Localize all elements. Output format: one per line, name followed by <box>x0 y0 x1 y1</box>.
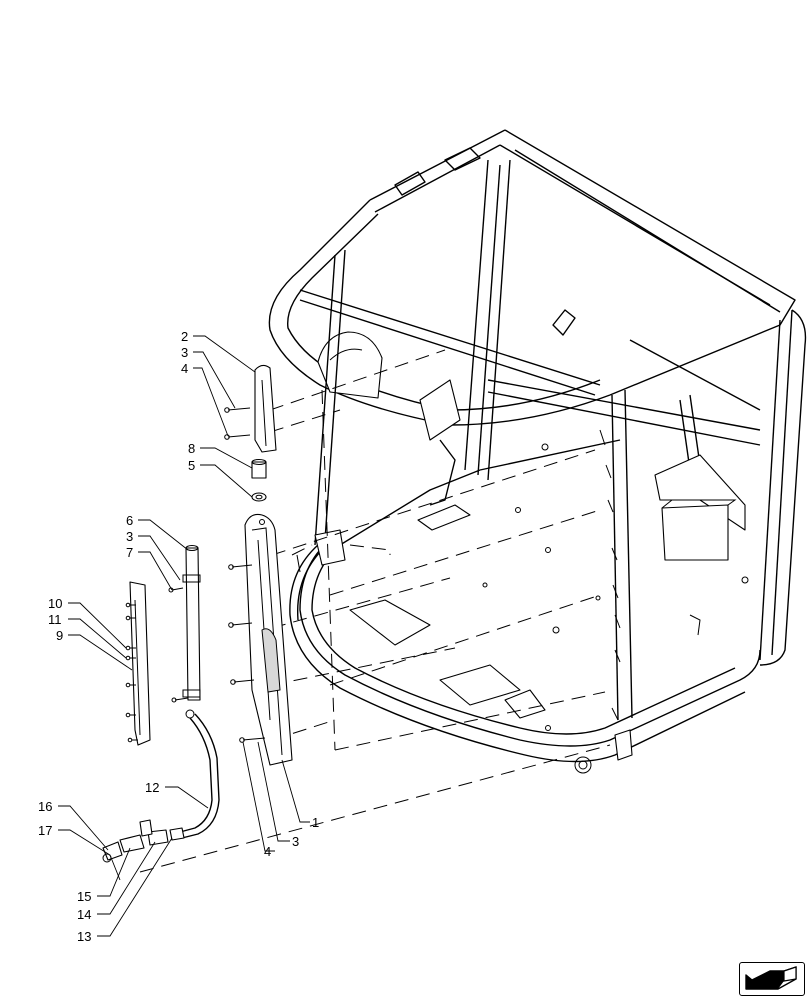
callout-13: 13 <box>77 929 91 944</box>
callout-7: 7 <box>126 545 133 560</box>
callout-11: 11 <box>48 612 62 627</box>
callout-4: 4 <box>264 844 271 859</box>
callout-17: 17 <box>38 823 52 838</box>
callout-2: 2 <box>181 329 188 344</box>
callout-15: 15 <box>77 889 91 904</box>
arrow-next-page-icon <box>745 966 797 990</box>
next-page-button[interactable] <box>739 962 805 996</box>
fitting-part <box>169 827 185 841</box>
callout-4: 4 <box>181 361 188 376</box>
side-panel-part <box>129 581 151 746</box>
callout-5: 5 <box>188 458 195 473</box>
callout-3: 3 <box>292 834 299 849</box>
callout-16: 16 <box>38 799 52 814</box>
callout-3: 3 <box>181 345 188 360</box>
tube-part <box>185 547 201 701</box>
callout-9: 9 <box>56 628 63 643</box>
callout-10: 10 <box>48 596 62 611</box>
callout-3: 3 <box>126 529 133 544</box>
leader-lines <box>58 335 310 937</box>
washer-part <box>251 492 267 502</box>
spacer-part <box>251 461 267 479</box>
callout-14: 14 <box>77 907 91 922</box>
callout-1: 1 <box>312 815 319 830</box>
exploded-parts <box>102 364 301 863</box>
cab-frame <box>268 129 807 774</box>
callout-labels: 2 3 4 8 5 6 3 7 10 11 9 12 16 17 15 14 1… <box>38 329 319 944</box>
callout-8: 8 <box>188 441 195 456</box>
callout-6: 6 <box>126 513 133 528</box>
upper-trim-part <box>254 364 277 453</box>
callout-12: 12 <box>145 780 159 795</box>
hose-part <box>179 717 213 833</box>
